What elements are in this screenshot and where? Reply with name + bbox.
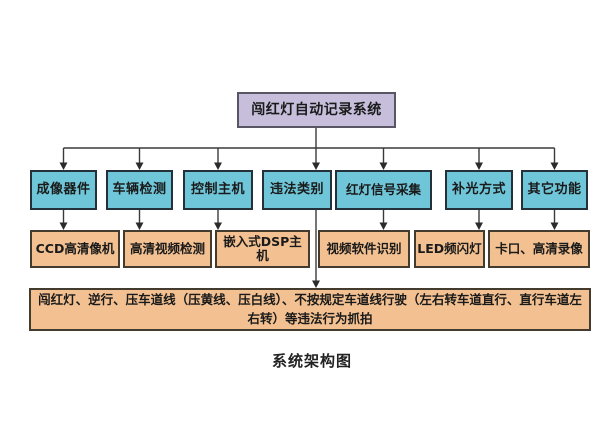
node-video-software-recognition: 视频软件识别: [318, 230, 410, 268]
bus-to-level2-arrows: [59, 148, 559, 170]
diagram-caption: 系统架构图: [271, 352, 352, 370]
node-vehicle-detection: 车辆检测: [106, 170, 173, 210]
node-violation-behavior-capture: 闯红灯、逆行、压车道线（压黄线、压白线）、不按规定车道线行驶（左右转车道直行、直…: [29, 288, 591, 331]
node-fill-light-mode: 补光方式: [445, 170, 513, 210]
node-control-host: 控制主机: [183, 170, 253, 210]
node-hd-video-detection: 高清视频检测: [123, 230, 212, 268]
node-embedded-dsp-host: 嵌入式DSP主机: [215, 230, 310, 268]
node-other-functions: 其它功能: [521, 170, 588, 210]
level2-to-level3-arrows: [59, 210, 559, 230]
node-root-system: 闯红灯自动记录系统: [237, 92, 396, 128]
node-checkpoint-hd-recording: 卡口、高清录像: [488, 230, 590, 268]
node-redlight-signal-collection: 红灯信号采集: [335, 170, 432, 210]
node-ccd-hd-camera: CCD高清像机: [30, 230, 120, 268]
node-imaging-device: 成像器件: [30, 170, 97, 210]
node-violation-type: 违法类别: [262, 170, 332, 210]
violation-to-bottom-arrow: [312, 210, 320, 288]
node-led-strobe-light: LED频闪灯: [414, 230, 485, 268]
root-to-bus-connector: [63, 128, 555, 149]
